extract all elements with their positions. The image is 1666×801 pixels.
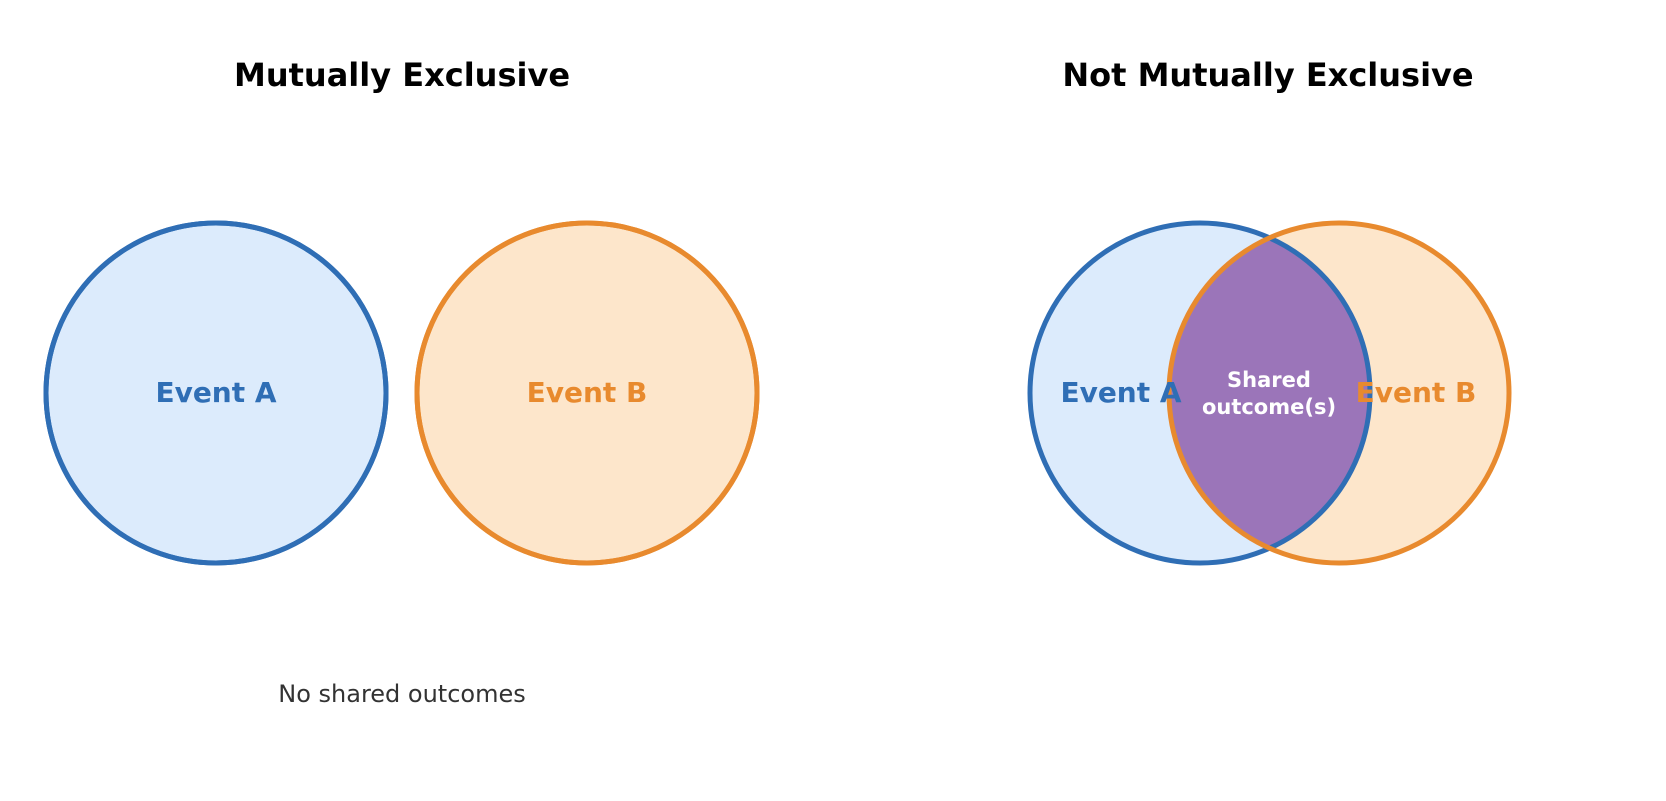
right-event-a-outline [1027, 220, 1373, 566]
right-overlap-label-line1: Shared [1227, 368, 1311, 392]
left-event-b-label: Event B [527, 376, 648, 409]
right-event-b-outline [1166, 220, 1512, 566]
right-event-a-label: Event A [1060, 376, 1181, 409]
left-event-b-circle-stroke [414, 220, 760, 566]
right-panel-not-mutually-exclusive: Not Mutually Exclusive Event A Event B S… [1027, 56, 1512, 566]
left-panel-mutually-exclusive: Mutually Exclusive Event A Event B No sh… [43, 56, 760, 708]
left-event-a-label: Event A [155, 376, 276, 409]
right-overlap-label-line2: outcome(s) [1202, 395, 1336, 419]
left-panel-caption: No shared outcomes [278, 680, 526, 708]
right-overlap-region [1169, 223, 1370, 563]
right-event-b-label: Event B [1356, 376, 1477, 409]
right-panel-title: Not Mutually Exclusive [1062, 56, 1473, 94]
left-event-a-circle-stroke [43, 220, 389, 566]
left-panel-title: Mutually Exclusive [234, 56, 570, 94]
